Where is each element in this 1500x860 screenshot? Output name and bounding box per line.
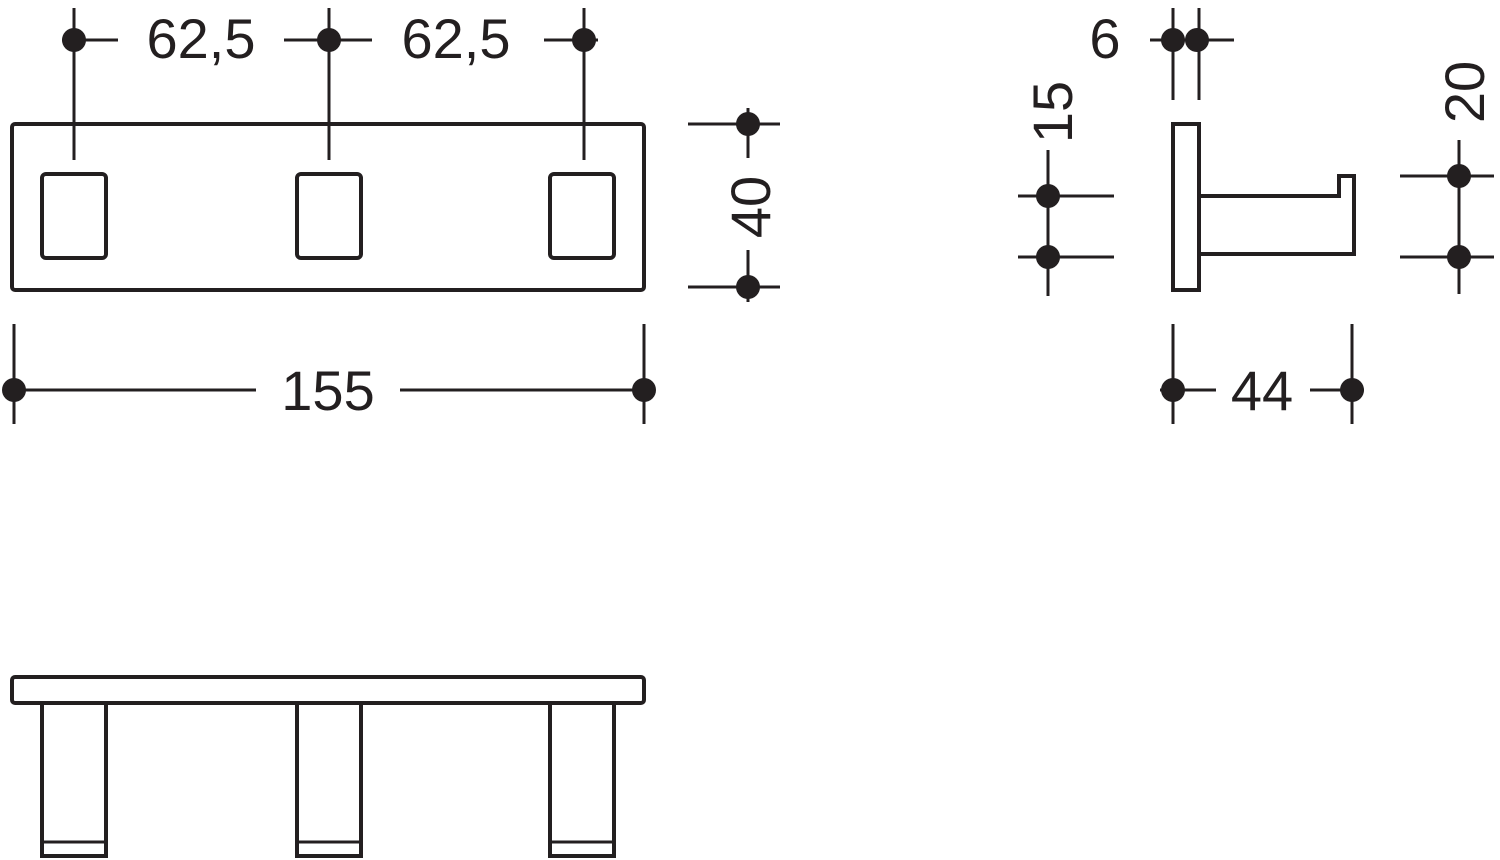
hook-length-dimension: 44 [1160,324,1364,424]
dimension-point [632,378,656,402]
dimension-point [1185,28,1209,52]
dimension-point [736,112,760,136]
hook-leg-left [40,703,108,858]
top-view [10,675,646,858]
dimension-point [1161,378,1185,402]
dimension-point [1036,184,1060,208]
dimension-point [1340,378,1364,402]
dimension-point [1161,28,1185,52]
dimension-spacing-left: 62,5 [147,7,256,70]
height-dimension: 40 [688,108,782,302]
side-view [1171,122,1356,292]
spacing-dimension: 62,5 62,5 [62,7,598,160]
dimension-spacing-right: 62,5 [402,7,511,70]
thickness-dimension: 6 [1089,7,1234,100]
hook-square-left [40,172,108,260]
length-dimension: 155 [2,324,656,424]
side-plate [1171,122,1201,292]
hook-leg-middle [295,703,363,858]
dimension-point [62,28,86,52]
dimension-arm-spacing: 20 [1433,61,1496,123]
dimension-point [317,28,341,52]
dimension-point [1447,245,1471,269]
hook-leg-right [548,703,616,858]
dimension-total-length: 155 [281,359,374,422]
dimension-plate-thickness: 6 [1089,7,1120,70]
dimension-point [572,28,596,52]
dimension-point [2,378,26,402]
top-plate [10,675,646,705]
hook-arm [1199,174,1356,256]
hook-square-middle [295,172,363,260]
dimension-hook-length: 44 [1231,359,1293,422]
hook-square-right [548,172,616,260]
dimension-upper-offset: 15 [1021,81,1084,143]
dimension-point [1036,245,1060,269]
dimension-point [736,275,760,299]
arm-spacing-dimension: 20 [1400,61,1496,294]
dimension-height: 40 [719,176,782,238]
offset-dimension: 15 [1018,81,1114,296]
dimension-point [1447,164,1471,188]
